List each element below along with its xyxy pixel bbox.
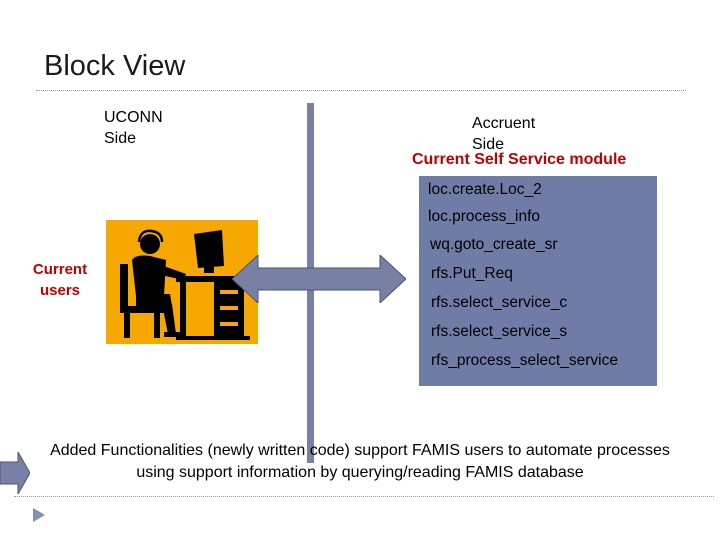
description-line2: using support information by querying/re… xyxy=(136,464,584,481)
function-item: rfs.select_service_s xyxy=(431,323,568,340)
uconn-side-label-line1: UCONN xyxy=(104,109,163,126)
current-users-label-line1: Current xyxy=(32,261,88,278)
slide-title: Block View xyxy=(44,50,186,82)
bottom-divider xyxy=(14,496,714,497)
title-divider xyxy=(36,90,686,91)
accruent-side-label-line2: Side xyxy=(472,136,505,153)
bullet-icon xyxy=(33,508,45,522)
accruent-side-label-line1: Accruent xyxy=(472,115,536,132)
block-arrow-icon xyxy=(0,452,30,494)
function-item: rfs.Put_Req xyxy=(431,265,513,282)
module-title: Current Self Service module xyxy=(412,151,627,168)
description-line1: Added Functionalities (newly written cod… xyxy=(50,442,670,459)
current-users-label: Current users xyxy=(20,259,100,301)
uconn-side-label-line2: Side xyxy=(104,130,137,147)
computer-user-icon xyxy=(106,220,258,344)
function-item: rfs_process_select_service xyxy=(431,352,618,369)
self-service-module-box xyxy=(419,176,657,386)
function-item: loc.process_info xyxy=(428,208,541,225)
function-item: rfs.select_service_c xyxy=(431,294,568,311)
function-item: loc.create.Loc_2 xyxy=(428,181,542,198)
function-item: wq.goto_create_sr xyxy=(430,236,558,253)
double-arrow-icon xyxy=(232,255,406,303)
current-users-label-line2: users xyxy=(39,282,81,299)
